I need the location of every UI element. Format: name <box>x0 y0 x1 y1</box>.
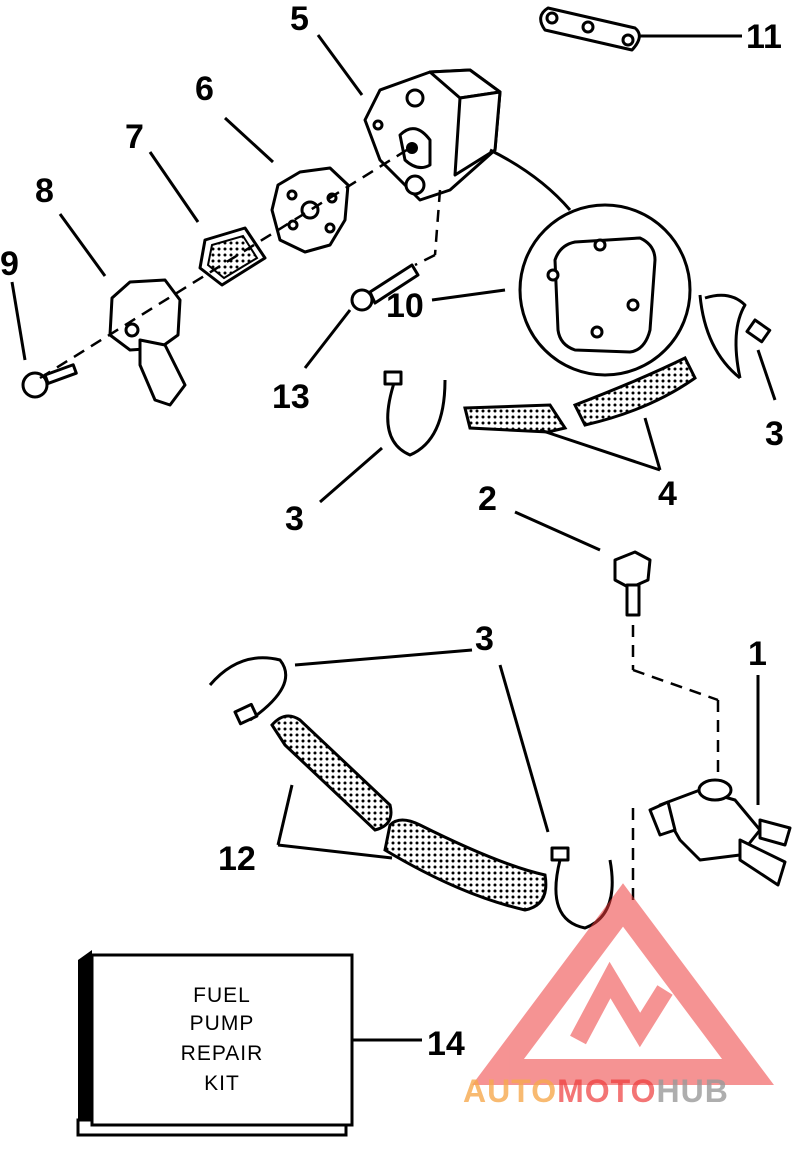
part-6-diaphragm <box>223 116 350 254</box>
part-1-fuel-fitting <box>648 675 792 887</box>
part-3-clamp-lower-left <box>208 648 473 726</box>
part-9-screw <box>10 281 78 399</box>
callout-14: 14 <box>427 1025 465 1063</box>
part-3-clamp-left <box>319 370 447 504</box>
part-10-gasket <box>431 203 692 377</box>
part-5-fuel-pump-body <box>316 34 572 211</box>
callout-3-left: 3 <box>285 500 304 538</box>
callout-6: 6 <box>195 70 214 108</box>
callout-10: 10 <box>386 287 424 325</box>
kit-label-line-3: REPAIR <box>181 1042 264 1065</box>
part-11-gasket-plate <box>539 6 742 52</box>
callout-1: 1 <box>748 635 767 673</box>
automotohub-watermark-logo <box>472 883 774 1085</box>
part-4-hoses <box>463 355 697 472</box>
callout-9: 9 <box>0 245 19 283</box>
part-3-clamp-lower-right <box>498 664 635 930</box>
callout-11: 11 <box>746 18 782 56</box>
kit-label-line-4: KIT <box>204 1072 240 1095</box>
callout-3-lower: 3 <box>475 620 494 658</box>
part-13-bolt <box>303 263 420 369</box>
part-2-bolt <box>514 510 720 775</box>
watermark-text-auto: AUTO <box>463 1073 557 1109</box>
part-7-valve-plate <box>148 151 267 287</box>
callout-2: 2 <box>478 480 497 518</box>
watermark-text: AUTOMOTOHUB <box>463 1073 729 1109</box>
callout-7: 7 <box>125 118 144 156</box>
part-3-clamp-right <box>698 293 777 401</box>
callout-4: 4 <box>658 475 677 513</box>
callout-8: 8 <box>35 172 54 210</box>
part-12-hoses <box>270 714 548 912</box>
part-8-pump-cover <box>58 213 187 407</box>
kit-label-line-1: FUEL <box>193 984 251 1007</box>
watermark-text-moto: MOTO <box>557 1073 656 1109</box>
callout-12: 12 <box>218 840 256 878</box>
assembly-centerline <box>39 146 442 380</box>
callout-13: 13 <box>272 378 310 416</box>
kit-label-line-2: PUMP <box>190 1012 255 1035</box>
watermark-text-hub: HUB <box>656 1073 728 1109</box>
callout-5: 5 <box>290 0 309 38</box>
part-14-repair-kit-box[interactable] <box>76 950 422 1137</box>
callout-3-right: 3 <box>765 415 784 453</box>
